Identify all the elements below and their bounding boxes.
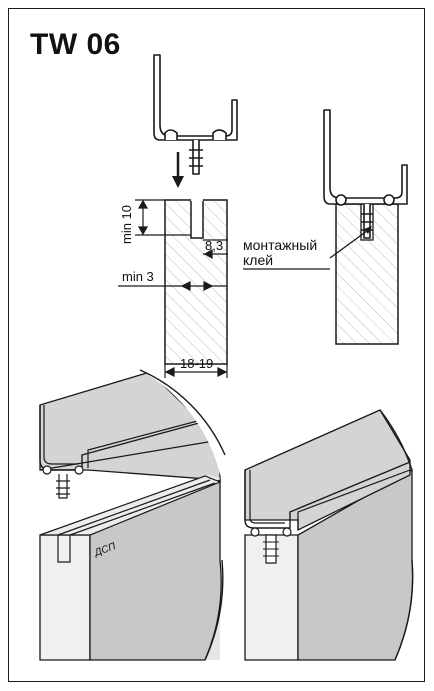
insert-arrow	[172, 152, 184, 188]
label-groove-width: 8,3	[205, 238, 223, 253]
dimension-side-wall	[118, 281, 227, 291]
page-title: TW 06	[30, 28, 121, 61]
label-board-thickness: 18-19	[180, 356, 213, 371]
profile-top-left	[153, 54, 238, 175]
glue-leader	[329, 226, 372, 259]
label-glue-line2: клей	[243, 252, 273, 268]
detail-circle-right	[244, 409, 414, 661]
dimension-board-thickness	[164, 364, 228, 378]
board-section-left	[164, 199, 228, 365]
label-side-wall: min 3	[122, 269, 154, 284]
dimension-groove-width	[203, 239, 228, 260]
label-glue-line1: монтажный	[243, 237, 317, 253]
label-groove-depth: min 10	[119, 205, 134, 244]
profile-3d-left	[39, 371, 221, 481]
dimension-groove-depth	[135, 199, 191, 236]
detail-circle-left	[39, 369, 226, 661]
